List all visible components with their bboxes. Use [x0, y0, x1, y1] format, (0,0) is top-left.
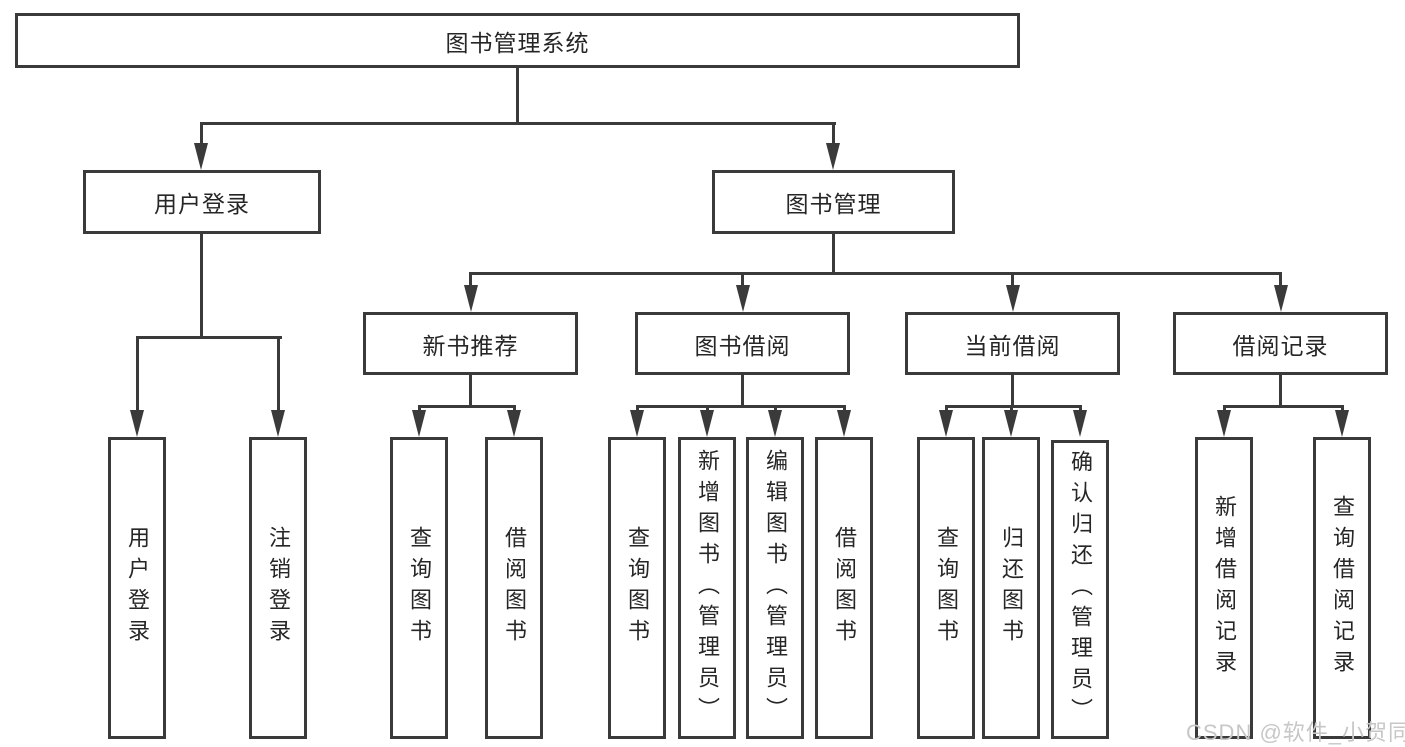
edge-to-leaf-logout: [277, 336, 280, 412]
edge-records-rail: [1223, 405, 1344, 408]
leaf-label: 编辑图书（管理员）: [763, 448, 788, 728]
arrow-down-icon: [736, 285, 750, 312]
node-book-management: 图书管理: [712, 170, 955, 234]
leaf-recommend-borrow-books: 借阅图书: [485, 437, 543, 739]
arrow-down-icon: [700, 410, 714, 437]
leaf-logout: 注销登录: [249, 437, 307, 739]
leaf-label: 查询图书: [625, 526, 650, 650]
node-book-management-label: 图书管理: [785, 191, 882, 217]
edge-login-rail: [136, 336, 282, 339]
leaf-add-borrow-record: 新增借阅记录: [1195, 437, 1253, 739]
node-user-login-label: 用户登录: [154, 191, 250, 217]
leaf-query-borrow-record: 查询借阅记录: [1313, 437, 1371, 739]
leaf-label: 新增借阅记录: [1212, 495, 1237, 681]
node-book-borrow: 图书借阅: [635, 312, 850, 375]
leaf-label: 查询图书: [934, 526, 959, 650]
leaf-label: 查询图书: [407, 526, 432, 650]
arrow-down-icon: [1274, 285, 1288, 312]
arrow-down-icon: [768, 410, 782, 437]
leaf-label: 借阅图书: [832, 526, 857, 650]
leaf-add-book-admin: 新增图书（管理员）: [678, 437, 736, 739]
edge-records-stem: [1279, 375, 1282, 405]
edge-to-leaf-user-login: [136, 336, 139, 412]
edge-borrow-rail: [636, 405, 846, 408]
leaf-label: 借阅图书: [502, 526, 527, 650]
arrow-down-icon: [1217, 410, 1231, 437]
edge-to-user-login: [200, 122, 203, 148]
leaf-user-login-label: 用户登录: [125, 526, 150, 650]
arrow-down-icon: [837, 410, 851, 437]
arrow-down-icon: [464, 285, 478, 312]
leaf-label: 新增图书（管理员）: [695, 448, 720, 728]
arrow-down-icon: [630, 410, 644, 437]
arrow-down-icon: [939, 410, 953, 437]
leaf-label: 确认归还（管理员）: [1068, 450, 1093, 729]
leaf-label: 查询借阅记录: [1330, 495, 1355, 681]
edge-to-records: [1279, 272, 1282, 290]
edge-root-rail: [200, 122, 836, 125]
node-root: 图书管理系统: [15, 13, 1020, 68]
csdn-watermark: CSDN @软件_小贺同学: [1186, 720, 1405, 745]
arrow-down-icon: [507, 410, 521, 437]
arrow-down-icon: [1335, 410, 1349, 437]
node-current-borrow: 当前借阅: [905, 312, 1120, 375]
leaf-label: 归还图书: [999, 526, 1024, 650]
leaf-return-book: 归还图书: [982, 437, 1040, 739]
leaf-confirm-return-admin: 确认归还（管理员）: [1051, 440, 1109, 739]
edge-root-stem: [516, 68, 519, 122]
node-root-label: 图书管理系统: [445, 29, 590, 56]
arrow-down-icon: [1004, 410, 1018, 437]
edge-mgmt-stem: [832, 234, 835, 272]
edge-current-rail: [945, 405, 1082, 408]
edge-login-stem: [200, 234, 203, 336]
edge-to-borrow: [741, 272, 744, 290]
leaf-borrow-book: 借阅图书: [815, 437, 873, 739]
node-borrow-records-label: 借阅记录: [1232, 332, 1329, 359]
edge-to-recommend: [469, 272, 472, 290]
node-new-book-recommend-label: 新书推荐: [422, 332, 519, 359]
edge-to-book-management: [832, 122, 835, 148]
leaf-user-login: 用户登录: [108, 437, 166, 739]
arrow-down-icon: [194, 143, 208, 170]
arrow-down-icon: [412, 410, 426, 437]
edge-borrow-stem: [741, 375, 744, 405]
node-borrow-records: 借阅记录: [1173, 312, 1388, 375]
arrow-down-icon: [1006, 285, 1020, 312]
leaf-edit-book-admin: 编辑图书（管理员）: [746, 437, 804, 739]
arrow-down-icon: [271, 410, 285, 437]
leaf-current-query-books: 查询图书: [917, 437, 975, 739]
node-book-borrow-label: 图书借阅: [694, 332, 791, 359]
edge-to-current: [1011, 272, 1014, 290]
leaf-logout-label: 注销登录: [266, 526, 291, 650]
edge-mgmt-rail: [469, 272, 1282, 275]
leaf-recommend-query-books: 查询图书: [390, 437, 448, 739]
edge-current-stem: [1011, 375, 1014, 405]
arrow-down-icon: [1073, 410, 1087, 437]
leaf-borrow-query-books: 查询图书: [608, 437, 666, 739]
node-new-book-recommend: 新书推荐: [363, 312, 578, 375]
edge-recommend-rail: [418, 405, 516, 408]
edge-recommend-stem: [469, 375, 472, 405]
arrow-down-icon: [826, 143, 840, 170]
arrow-down-icon: [130, 410, 144, 437]
node-user-login: 用户登录: [83, 170, 321, 234]
node-current-borrow-label: 当前借阅: [964, 332, 1061, 359]
